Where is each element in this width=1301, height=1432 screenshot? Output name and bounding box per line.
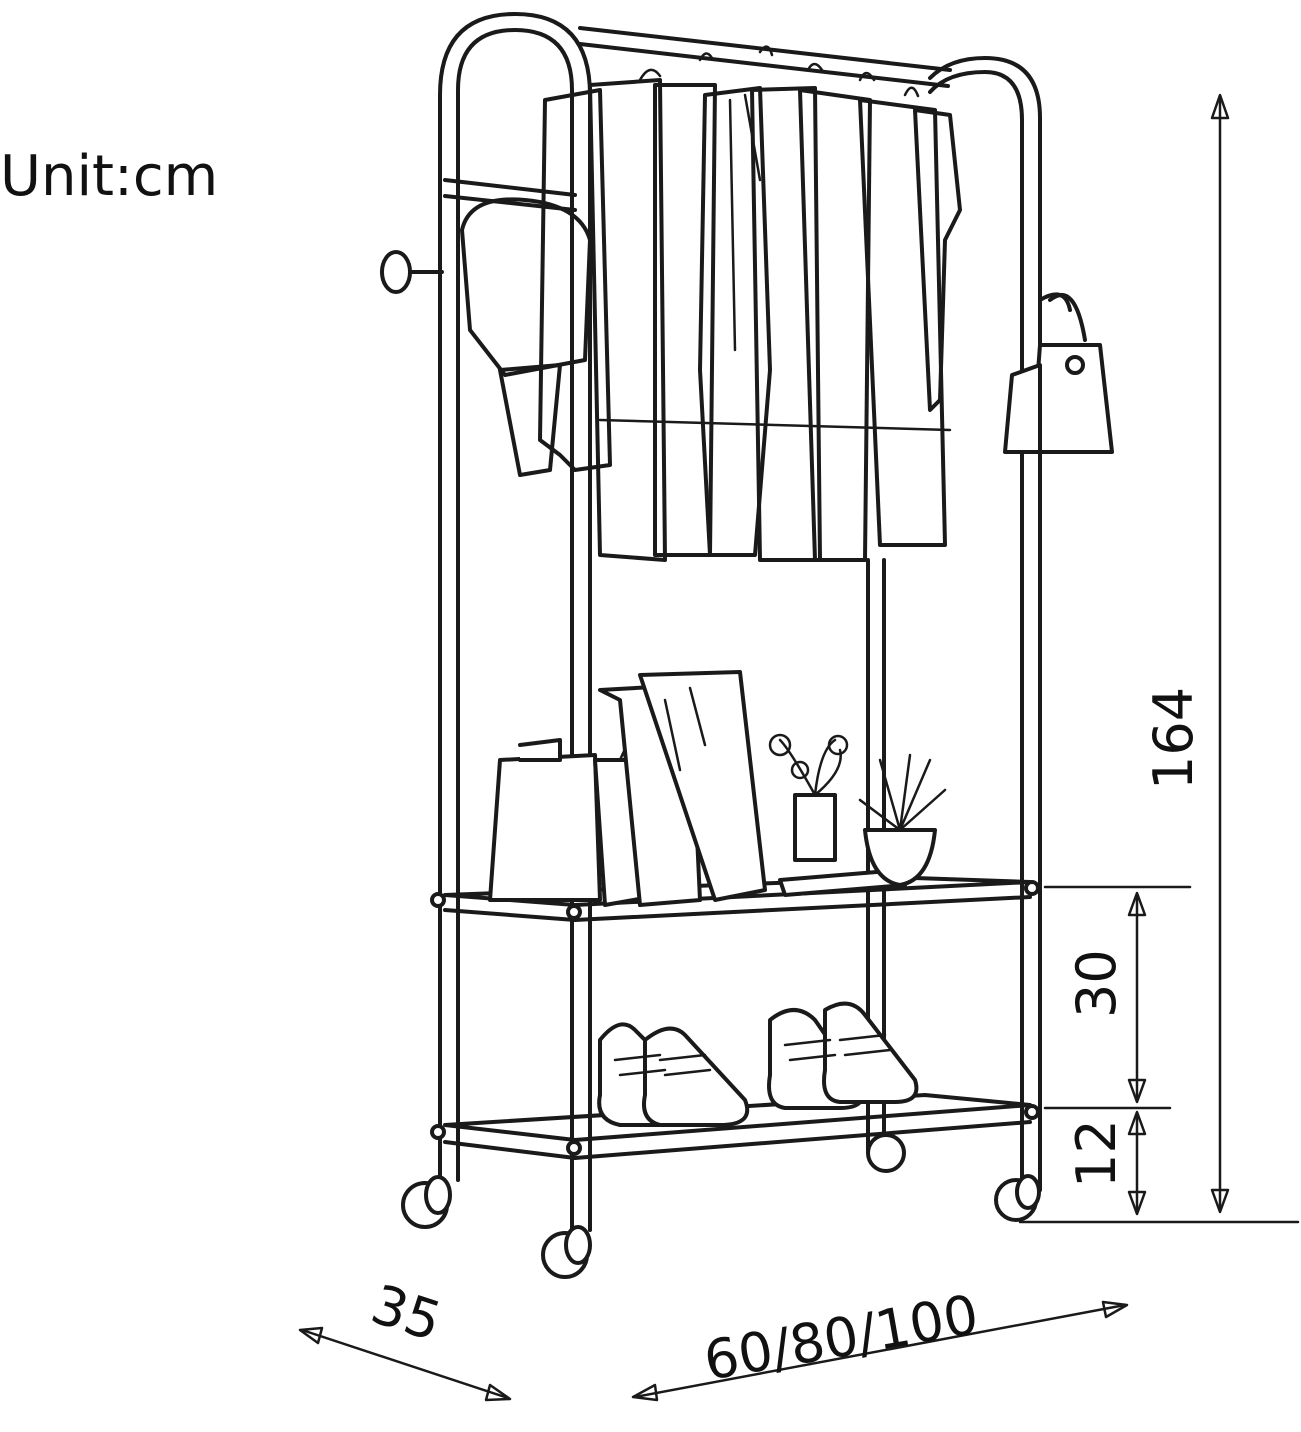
plaid-hat xyxy=(460,197,592,477)
dimension-width-options: 60/80/100 xyxy=(699,1283,983,1393)
dimension-lines xyxy=(298,93,1300,1402)
dimension-depth-35: 35 xyxy=(364,1272,449,1353)
handbag xyxy=(1003,293,1114,454)
dimension-clearance-12: 12 xyxy=(1065,1119,1128,1188)
dimension-height-164: 164 xyxy=(1142,687,1205,790)
rack-frame xyxy=(380,12,1072,1232)
hanging-clothes xyxy=(538,45,962,562)
shelf-items xyxy=(488,670,947,907)
unit-label: Unit:cm xyxy=(0,144,218,209)
dimension-shelf-gap-30: 30 xyxy=(1065,949,1128,1018)
sneakers xyxy=(597,1001,919,1127)
caster-wheels xyxy=(401,1133,1041,1279)
